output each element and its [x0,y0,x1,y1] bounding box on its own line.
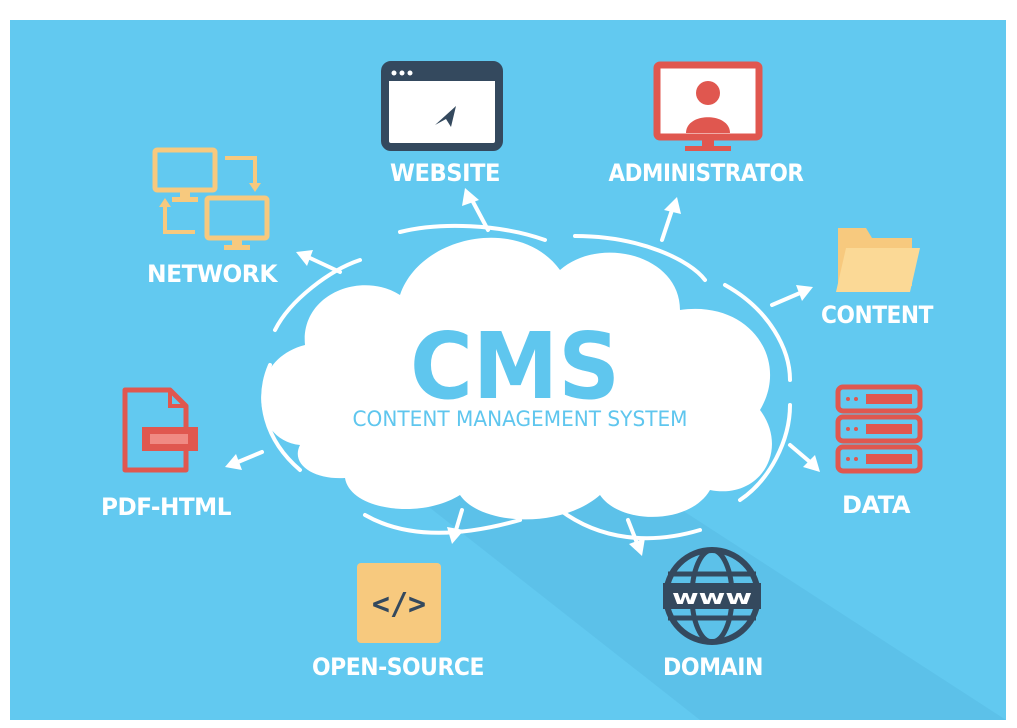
arc-bottom-left [363,513,522,535]
network-label: NETWORK [147,260,279,288]
server-stack-icon [835,384,923,474]
connector-arcs [261,223,792,541]
arrowhead-content [796,285,813,301]
arc-top-right [573,234,707,282]
node-domain: www DOMAIN [663,547,764,681]
open-source-label: OPEN-SOURCE [312,653,484,681]
arrow-data [788,443,812,464]
connector-arrows [225,188,820,556]
arrow-open-source [454,508,464,532]
arrowhead-domain [629,538,645,556]
arrowhead-website [462,188,479,206]
admin-monitor-icon [653,61,763,151]
cms-cloud: CMS CONTENT MANAGEMENT SYSTEM [261,237,772,520]
cms-title: CMS [410,313,620,420]
arrow-domain [626,518,639,545]
code-tag-icon: </> [357,563,441,643]
node-pdf-html: PDF-HTML [101,387,232,521]
globe-www-icon: www [663,547,761,645]
arc-right [723,283,792,382]
arc-top-left [273,258,362,332]
arrowhead-network [296,250,313,266]
document-icon [122,387,198,473]
arc-bottom [558,508,702,541]
code-tag-glyph: </> [372,587,426,622]
network-computers-icon [152,147,270,250]
node-network: NETWORK [147,147,279,288]
data-label: DATA [842,491,911,519]
node-data: DATA [835,384,923,519]
pdf-html-label: PDF-HTML [101,493,231,521]
arrow-content [770,291,802,307]
arrowhead-pdf-html [225,454,242,470]
website-label: WEBSITE [390,159,500,187]
www-glyph: www [672,585,752,609]
arc-top [398,223,547,242]
node-open-source: </> OPEN-SOURCE [312,563,485,681]
folder-icon [836,228,920,292]
arc-right-lower [738,403,792,502]
cms-subtitle: CONTENT MANAGEMENT SYSTEM [353,407,688,431]
arrow-pdf-html [236,450,264,464]
arc-left [261,363,302,472]
arrow-website [470,198,490,232]
node-content: CONTENT [821,228,935,329]
arrow-network [308,256,342,274]
node-administrator: ADMINISTRATOR [609,61,804,187]
node-website: WEBSITE [381,61,503,187]
arrowhead-administrator [664,197,681,214]
arrowhead-open-source [447,527,464,544]
administrator-label: ADMINISTRATOR [609,159,804,187]
cloud-shape [261,237,772,520]
arrowhead-data [803,455,820,472]
domain-label: DOMAIN [663,653,763,681]
browser-window-icon [381,61,503,151]
content-label: CONTENT [821,301,934,329]
arrow-administrator [660,208,674,242]
